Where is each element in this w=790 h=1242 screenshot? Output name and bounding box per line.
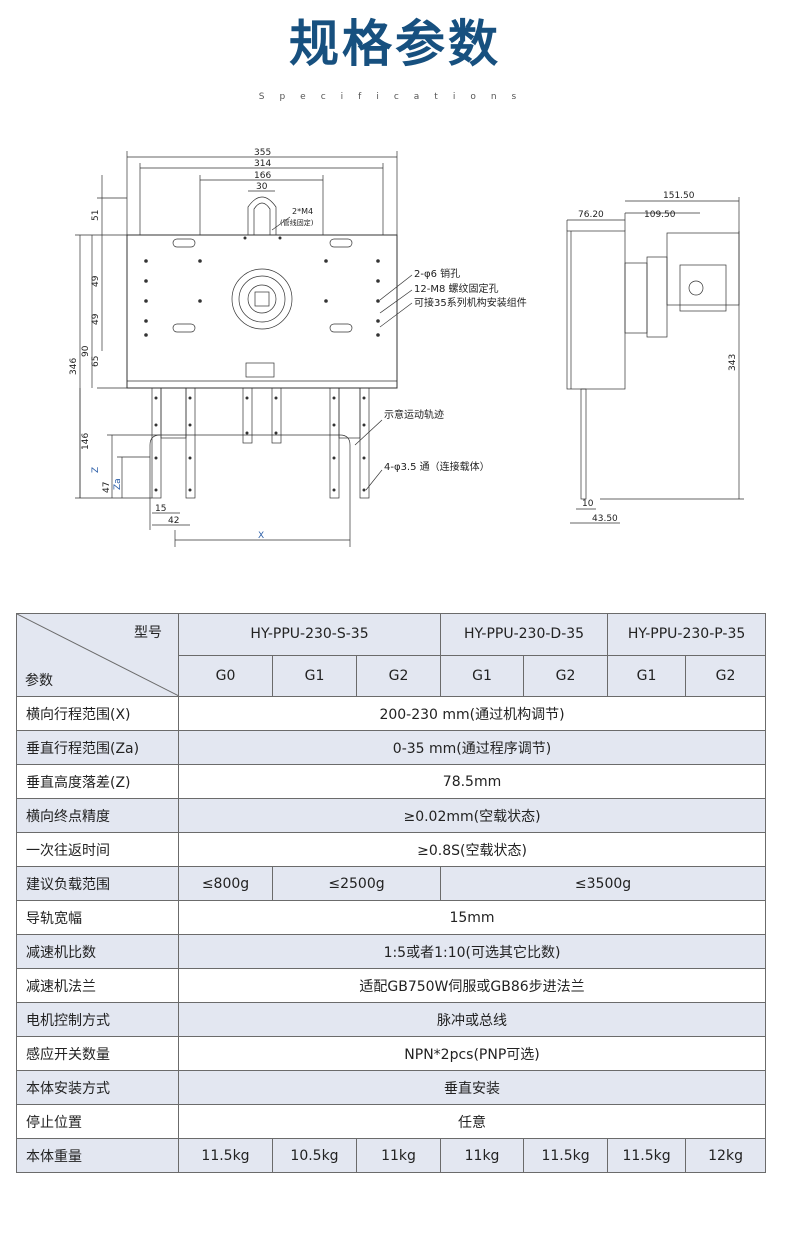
table-row: 停止位置任意	[16, 1104, 767, 1139]
spec-table: 型号 参数 HY-PPU-230-S-35 HY-PPU-230-D-35 HY…	[16, 613, 767, 1173]
row-label: 横向行程范围(X)	[16, 696, 179, 731]
corner-model-label: 型号	[134, 625, 162, 641]
dim-10: 10	[582, 499, 594, 509]
row-value: 1:5或者1:10(可选其它比数)	[177, 934, 767, 969]
grade-cell: G0	[178, 654, 273, 697]
header-row-models: 型号 参数 HY-PPU-230-S-35 HY-PPU-230-D-35 HY…	[16, 613, 767, 697]
dim-166: 166	[254, 171, 271, 181]
dim-346: 346	[69, 358, 79, 375]
row-value: 适配GB750W伺服或GB86步进法兰	[177, 968, 767, 1003]
header-row-grades: G0 G1 G2 G1 G2 G1 G2	[17, 654, 767, 697]
grade-cell: G1	[440, 654, 525, 697]
dim-65: 65	[91, 356, 101, 367]
table-row: 一次往返时间≥0.8S(空载状态)	[16, 832, 767, 867]
row-label: 停止位置	[16, 1104, 179, 1139]
row-label: 减速机法兰	[16, 968, 179, 1003]
dim-146: 146	[81, 433, 91, 450]
table-row: 电机控制方式脉冲或总线	[16, 1002, 767, 1037]
table-row: 垂直高度落差(Z)78.5mm	[16, 764, 767, 799]
row-value: NPN*2pcs(PNP可选)	[177, 1036, 767, 1071]
row-label: 电机控制方式	[16, 1002, 179, 1037]
page-title: 规格参数	[289, 15, 501, 73]
weight-value: 12kg	[685, 1138, 767, 1173]
grade-cell: G2	[685, 654, 767, 697]
dim-51: 51	[91, 210, 101, 221]
note-m4: 2*M4	[292, 207, 313, 216]
row-label: 感应开关数量	[16, 1036, 179, 1071]
row-value: 脉冲或总线	[177, 1002, 767, 1037]
grade-cell: G2	[355, 654, 442, 697]
load-value: ≤3500g	[440, 866, 767, 901]
table-row: 本体安装方式垂直安装	[16, 1070, 767, 1105]
weight-value: 11.5kg	[178, 1138, 273, 1173]
grade-cell: G2	[523, 654, 609, 697]
row-label: 垂直行程范围(Za)	[16, 730, 179, 765]
dim-355: 355	[254, 148, 271, 158]
weight-value: 11.5kg	[523, 1138, 609, 1173]
row-value: 78.5mm	[177, 764, 767, 799]
table-row-weight: 本体重量 11.5kg 10.5kg 11kg 11kg 11.5kg 11.5…	[16, 1138, 767, 1173]
row-label: 本体安装方式	[16, 1070, 179, 1105]
row-value: 200-230 mm(通过机构调节)	[177, 696, 767, 731]
dim-314: 314	[254, 159, 271, 169]
load-value: ≤2500g	[271, 866, 442, 901]
note-track: 示意运动轨迹	[384, 408, 444, 421]
note-m4-sub: (管线固定)	[280, 218, 314, 227]
dim-za: Za	[113, 478, 123, 490]
load-value: ≤800g	[178, 866, 273, 901]
dim-15: 15	[155, 504, 166, 514]
dim-47: 47	[102, 482, 112, 493]
row-label: 建议负载范围	[16, 866, 179, 901]
row-value: 15mm	[177, 900, 767, 935]
row-value: ≥0.8S(空载状态)	[177, 832, 767, 867]
row-value: 垂直安装	[177, 1070, 767, 1105]
row-label: 减速机比数	[16, 934, 179, 969]
weight-value: 11kg	[440, 1138, 525, 1173]
table-row-load: 建议负载范围 ≤800g ≤2500g ≤3500g	[16, 866, 767, 901]
model-d: HY-PPU-230-D-35	[440, 613, 609, 656]
dim-49b: 49	[91, 313, 101, 325]
table-row: 横向终点精度≥0.02mm(空载状态)	[16, 798, 767, 833]
grade-cell: G1	[607, 654, 687, 697]
corner-cell: 型号 参数	[16, 613, 179, 697]
dim-42: 42	[168, 516, 179, 526]
row-label: 垂直高度落差(Z)	[16, 764, 179, 799]
row-label: 导轨宽幅	[16, 900, 179, 935]
row-label: 一次往返时间	[16, 832, 179, 867]
grade-cell: G1	[272, 654, 357, 697]
note-through: 4-φ3.5 通（连接载体）	[384, 460, 490, 473]
dim-151: 151.50	[663, 191, 695, 201]
note-pin: 2-φ6 销孔	[414, 267, 460, 280]
technical-drawing: 355 314 166 30 2*M4 (管线固定) 51 49 49 90 6…	[40, 135, 760, 555]
dim-90: 90	[81, 345, 91, 357]
dim-43: 43.50	[592, 514, 618, 524]
row-label: 横向终点精度	[16, 798, 179, 833]
dim-76: 76.20	[578, 210, 604, 220]
weight-value: 10.5kg	[272, 1138, 357, 1173]
dim-x: X	[258, 531, 264, 541]
dim-30: 30	[256, 182, 268, 192]
corner-param-label: 参数	[25, 673, 53, 689]
weight-value: 11.5kg	[607, 1138, 687, 1173]
note-bolt: 12-M8 螺纹固定孔	[414, 282, 499, 295]
dim-109: 109.50	[644, 210, 676, 220]
page-subtitle: Specifications	[258, 92, 532, 102]
dim-49a: 49	[91, 275, 101, 287]
row-value: ≥0.02mm(空载状态)	[177, 798, 767, 833]
model-p: HY-PPU-230-P-35	[607, 613, 767, 656]
dim-z: Z	[91, 467, 101, 473]
table-row: 垂直行程范围(Za)0-35 mm(通过程序调节)	[16, 730, 767, 765]
row-value: 0-35 mm(通过程序调节)	[177, 730, 767, 765]
row-value: 任意	[177, 1104, 767, 1139]
note-mount: 可接35系列机构安装组件	[414, 296, 527, 309]
model-s: HY-PPU-230-S-35	[177, 613, 442, 656]
table-row: 减速机法兰适配GB750W伺服或GB86步进法兰	[16, 968, 767, 1003]
table-row: 横向行程范围(X)200-230 mm(通过机构调节)	[16, 696, 767, 731]
weight-value: 11kg	[355, 1138, 442, 1173]
row-label: 本体重量	[16, 1138, 179, 1173]
dim-343: 343	[728, 354, 738, 371]
